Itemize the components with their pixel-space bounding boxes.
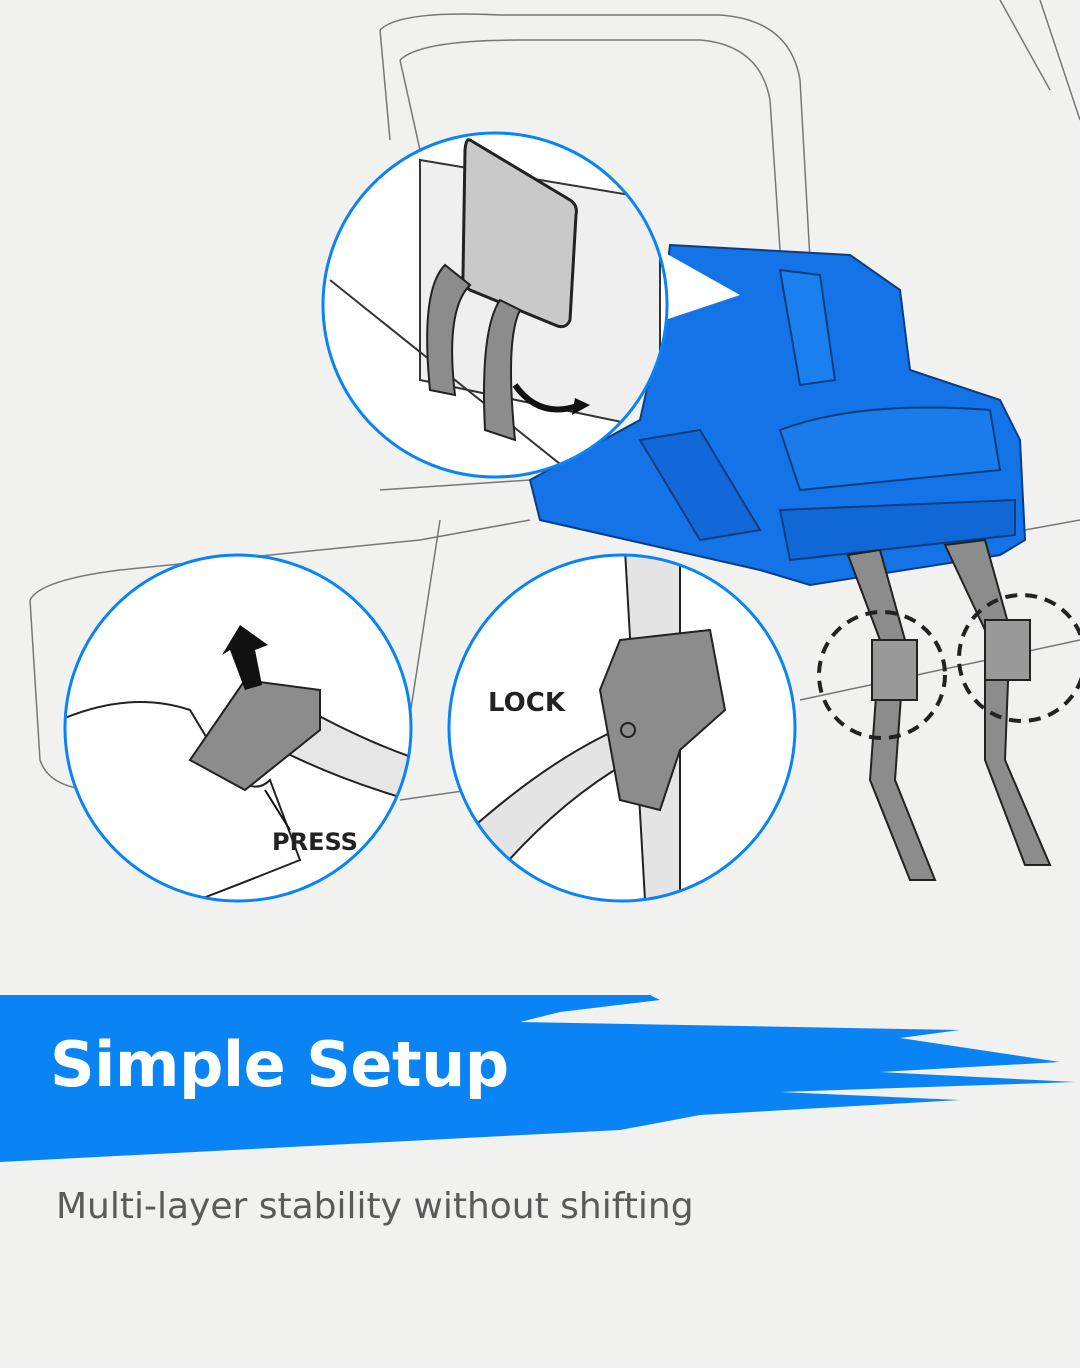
hanging-straps [846,538,1052,881]
lock-label: LOCK [488,688,565,718]
brush-stroke-banner [0,995,1075,1162]
callout-pointer [660,250,740,320]
headline: Simple Setup [50,1028,509,1101]
press-label: PRESS [272,828,358,856]
console-organizer [528,243,1027,587]
subheadline: Multi-layer stability without shifting [56,1186,694,1227]
dashed-highlight-circles [817,593,1080,740]
detail-circle-mount [323,133,667,477]
detail-circle-lock [449,555,795,901]
